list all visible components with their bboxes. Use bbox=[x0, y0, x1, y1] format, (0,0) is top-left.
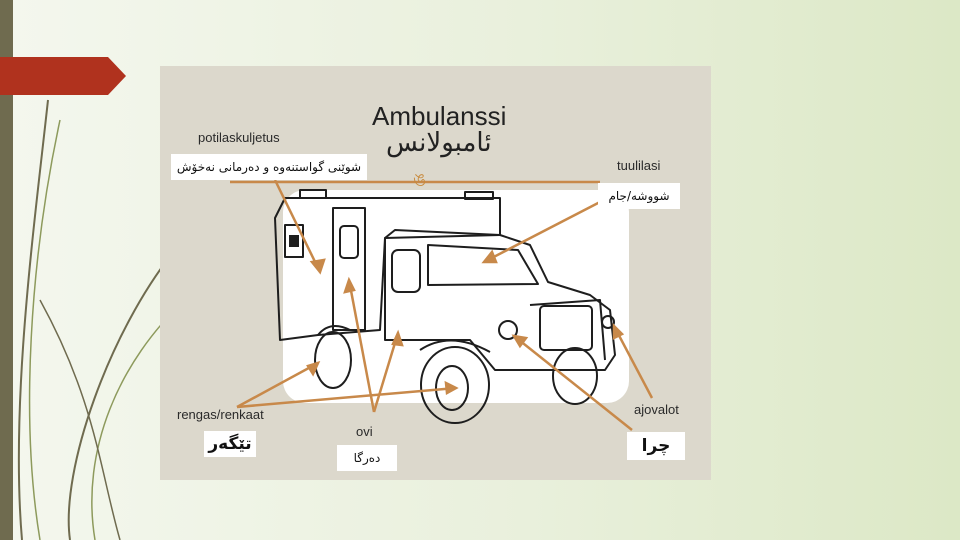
label-tires: rengas/renkaat bbox=[177, 407, 264, 422]
label-patient-transport-translation: شوێنی گواستنەوە و دەرمانی نەخۆش bbox=[171, 154, 367, 180]
left-decor-bar bbox=[0, 0, 13, 540]
diagram-title-translation: ئامبولانس bbox=[386, 128, 492, 158]
red-arrow-tab bbox=[0, 57, 126, 95]
label-tires-translation: تێگەر bbox=[204, 431, 256, 457]
diagram-title: Ambulanssi bbox=[372, 101, 507, 131]
label-patient-transport: potilaskuljetus bbox=[198, 130, 280, 145]
label-windshield-translation: شووشە/جام bbox=[598, 183, 680, 209]
label-headlights: ajovalot bbox=[634, 402, 679, 417]
label-windshield: tuulilasi bbox=[617, 158, 661, 173]
ornament-icon: ঙ bbox=[413, 170, 427, 190]
label-door-translation: دەرگا bbox=[337, 445, 397, 471]
label-headlights-translation: چرا bbox=[627, 432, 685, 460]
label-door: ovi bbox=[356, 424, 373, 439]
